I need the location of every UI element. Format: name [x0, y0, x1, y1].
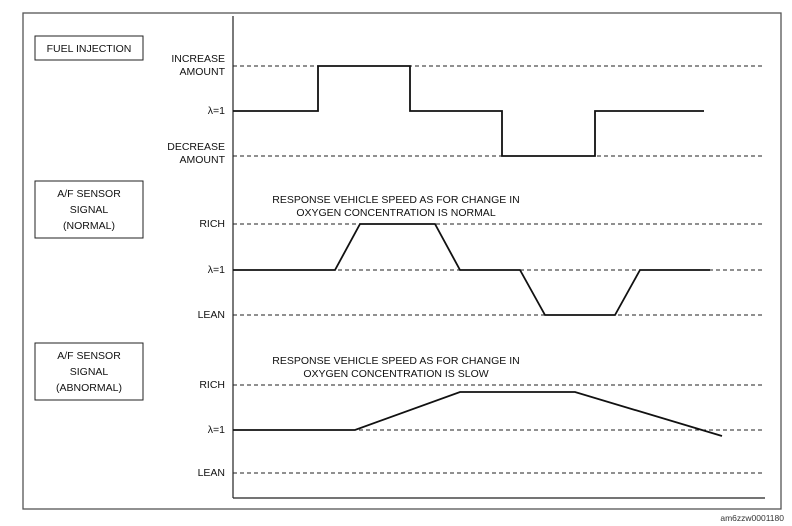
normal-rich-label: RICH — [199, 218, 225, 230]
normal-lambda-label: λ=1 — [208, 264, 225, 276]
fuel-injection-signal — [233, 65, 704, 157]
sensor-abnormal-note-line1: RESPONSE VEHICLE SPEED AS FOR CHANGE IN — [272, 355, 519, 367]
sensor-normal-title-line3: (NORMAL) — [63, 220, 115, 232]
sensor-normal-signal — [233, 223, 710, 316]
sensor-abnormal-title-line1: A/F SENSOR — [57, 350, 121, 362]
increase-label: INCREASE — [171, 53, 225, 65]
sensor-abnormal-title-line3: (ABNORMAL) — [56, 382, 122, 394]
normal-lean-label: LEAN — [198, 309, 225, 321]
abnormal-lambda-label: λ=1 — [208, 424, 225, 436]
fuel-injection-title: FUEL INJECTION — [47, 43, 132, 55]
sensor-abnormal-note-line2: OXYGEN CONCENTRATION IS SLOW — [303, 368, 488, 380]
sensor-normal-box — [34, 180, 144, 239]
abnormal-rich-label: RICH — [199, 379, 225, 391]
sensor-normal-note-line1: RESPONSE VEHICLE SPEED AS FOR CHANGE IN — [272, 194, 519, 206]
decrease-amount-label: AMOUNT — [180, 154, 226, 166]
sensor-normal-title-line2: SIGNAL — [70, 204, 109, 216]
sensor-abnormal-box — [34, 342, 144, 401]
sensor-normal-note-line2: OXYGEN CONCENTRATION IS NORMAL — [296, 207, 495, 219]
sensor-abnormal-signal — [233, 391, 723, 437]
fuel-injection-section: FUEL INJECTION INCREASE AMOUNT λ=1 DECRE… — [34, 35, 765, 166]
figure-code: am6zzw0001180 — [720, 513, 784, 523]
sensor-normal-section: A/F SENSOR SIGNAL (NORMAL) RESPONSE VEHI… — [34, 180, 765, 321]
sensor-normal-title-line1: A/F SENSOR — [57, 188, 121, 200]
increase-amount-label: AMOUNT — [180, 66, 226, 78]
sensor-abnormal-title-line2: SIGNAL — [70, 366, 109, 378]
decrease-label: DECREASE — [167, 141, 225, 153]
figure-frame — [22, 12, 782, 510]
fuel-injection-box — [34, 35, 144, 61]
abnormal-lean-label: LEAN — [198, 467, 225, 479]
fuel-lambda-label: λ=1 — [208, 105, 225, 117]
sensor-abnormal-section: A/F SENSOR SIGNAL (ABNORMAL) RESPONSE VE… — [34, 342, 765, 479]
